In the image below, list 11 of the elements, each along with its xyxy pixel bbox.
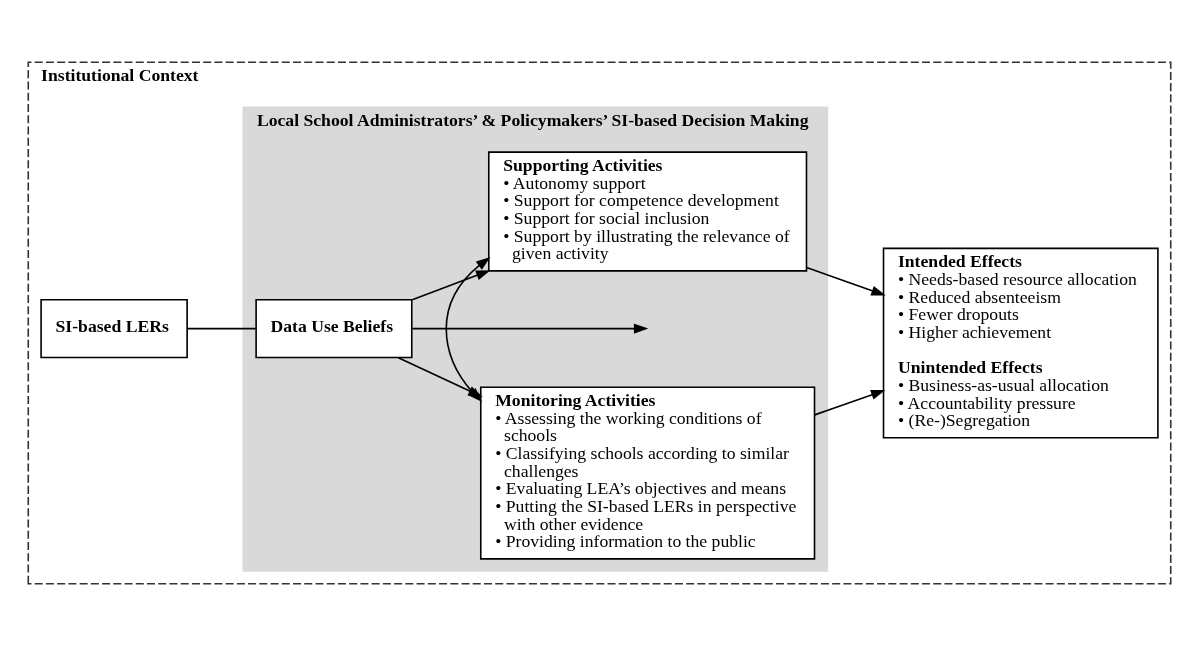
arrow <box>445 257 491 402</box>
node-box: Monitoring Activities • Assessing the working conditions of schools • Classifying schools according to similar challenges • Evaluating LEA’s objectives and means • Putting the SI-based LERs in perspective with other evidence • Providing information to the public <box>479 386 816 560</box>
node-box: Intended Effects • Needs-based resource allocation • Reduced absenteeism • Fewer dropouts • Higher achievement Unintended Effects • Business-as-usual allocation • Accountability pressure • (Re-)Segregation <box>882 247 1159 439</box>
arrow <box>411 323 649 334</box>
arrow <box>813 390 886 416</box>
node-box: Data Use Beliefs <box>255 298 413 359</box>
connector <box>186 327 257 330</box>
node-box: Supporting Activities • Autonomy support • Support for competence development • Support for social inclusion • Support by illustrating the relevance of given activity <box>487 151 808 272</box>
arrow <box>411 270 491 301</box>
node-box: SI-based LERs <box>40 298 188 359</box>
arrow <box>805 266 886 296</box>
